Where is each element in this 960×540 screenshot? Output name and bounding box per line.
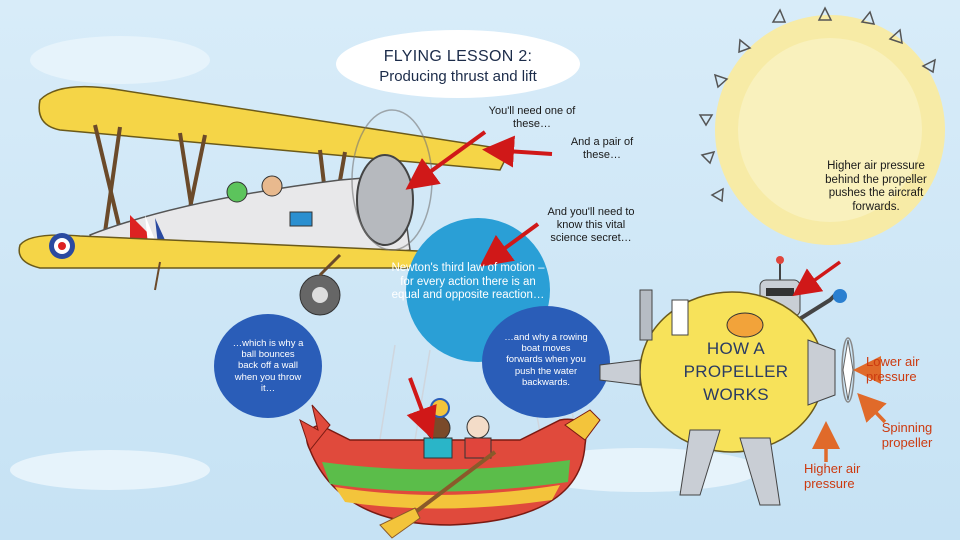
sun-arrow [792, 260, 842, 297]
ball-bubble [214, 314, 322, 418]
lower-pressure-label: Lower air pressure [866, 354, 920, 385]
boat-bubble [482, 306, 610, 418]
rowing-boat [299, 398, 601, 539]
ball-bubble-text: …which is why a ball bounces back off a … [232, 338, 304, 394]
wings-callout: And a pair of these… [570, 136, 634, 161]
biplane [18, 85, 512, 316]
boat-bubble-text: …and why a rowing boat moves forwards wh… [504, 332, 588, 388]
pressure-arrows [812, 356, 887, 462]
title: FLYING LESSON 2: Producing thrust and li… [340, 38, 576, 90]
sun-text: Higher air pressure behind the propeller… [825, 160, 927, 213]
spinning-propeller-label: Spinning propeller [881, 420, 933, 451]
title-cloud [336, 30, 580, 98]
page-subtitle: Producing thrust and lift [379, 68, 537, 85]
propeller-diagram-heading: HOW A PROPELLER WORKS [683, 339, 789, 404]
science-secret-callout: And you'll need to know this vital scien… [547, 206, 635, 244]
newton-law-text: Newton's third law of motion – for every… [391, 262, 545, 302]
page-title: FLYING LESSON 2: [383, 48, 533, 65]
higher-pressure-label: Higher air pressure [804, 461, 861, 492]
sun [698, 6, 945, 245]
propeller-craft [599, 289, 855, 506]
propeller-callout: You'll need one of these… [488, 105, 576, 130]
red-arrows [405, 130, 553, 440]
